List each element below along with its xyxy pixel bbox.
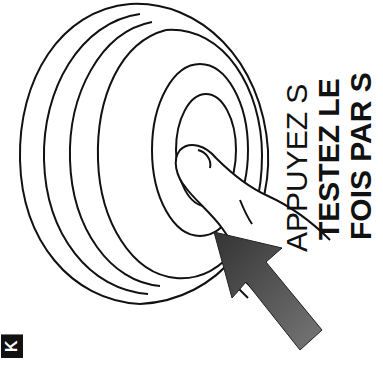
instruction-text: FOIS PAR S <box>346 72 376 240</box>
instruction-text: TESTEZ LE <box>314 78 344 240</box>
label-tab <box>1 334 23 358</box>
tab-letter: K <box>4 340 20 352</box>
instruction-text: APPUYEZ S <box>282 84 312 252</box>
